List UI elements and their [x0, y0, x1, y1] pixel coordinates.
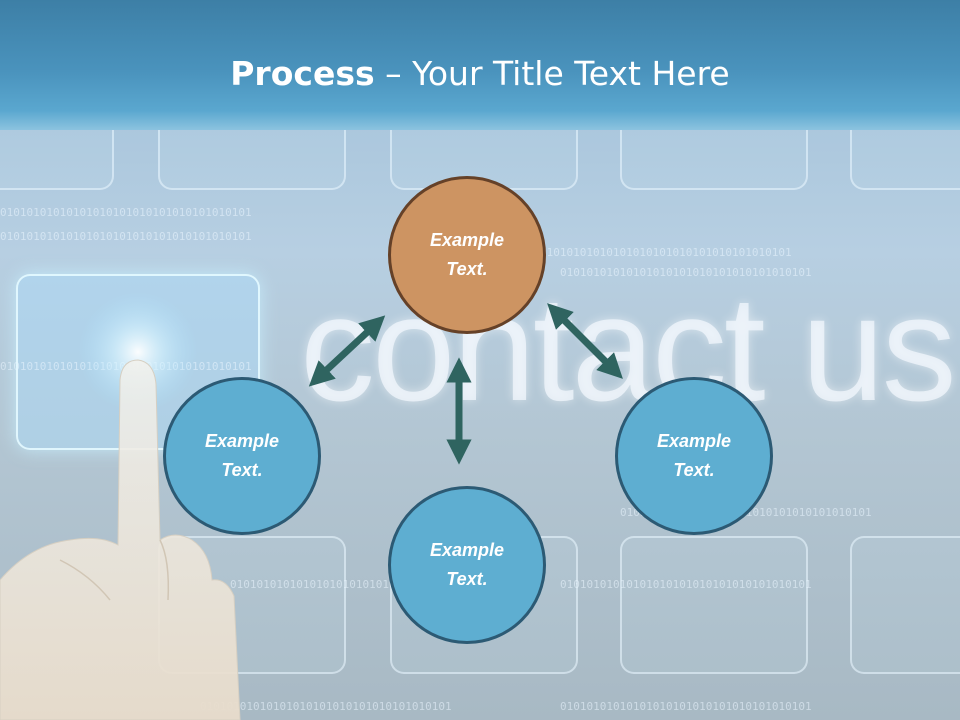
process-node-left: Example Text.: [163, 377, 321, 535]
binary-stream: 01010101010101010101010101010101010101: [200, 700, 452, 713]
binary-stream: 01010101010101010101010101010101010101: [560, 266, 812, 279]
process-node-top: Example Text.: [388, 176, 546, 334]
title-rest: – Your Title Text Here: [374, 54, 730, 93]
binary-stream: 01010101010101010101010101010101010101: [560, 578, 812, 591]
title-bar: [0, 0, 960, 130]
title-bold: Process: [230, 54, 375, 93]
slide-title: Process – Your Title Text Here: [0, 52, 960, 96]
process-node-right: Example Text.: [615, 377, 773, 535]
arrow-top-left: [308, 315, 386, 387]
binary-stream: 01010101010101010101010101010101010101: [560, 700, 812, 713]
background-tile: [620, 536, 808, 674]
node-label: Example Text.: [204, 431, 280, 480]
process-node-bottom: Example Text.: [388, 486, 546, 644]
node-label: Example Text.: [656, 431, 732, 480]
node-label: Example Text.: [429, 230, 505, 279]
binary-stream: 01010101010101010101010101010101010101: [540, 246, 792, 259]
node-label: Example Text.: [429, 540, 505, 589]
binary-stream: 01010101010101010101010101010101010101: [0, 206, 252, 219]
arrow-top-right: [547, 303, 623, 379]
background-tile: [850, 536, 960, 674]
binary-stream: 01010101010101010101010101010101010101: [0, 230, 252, 243]
